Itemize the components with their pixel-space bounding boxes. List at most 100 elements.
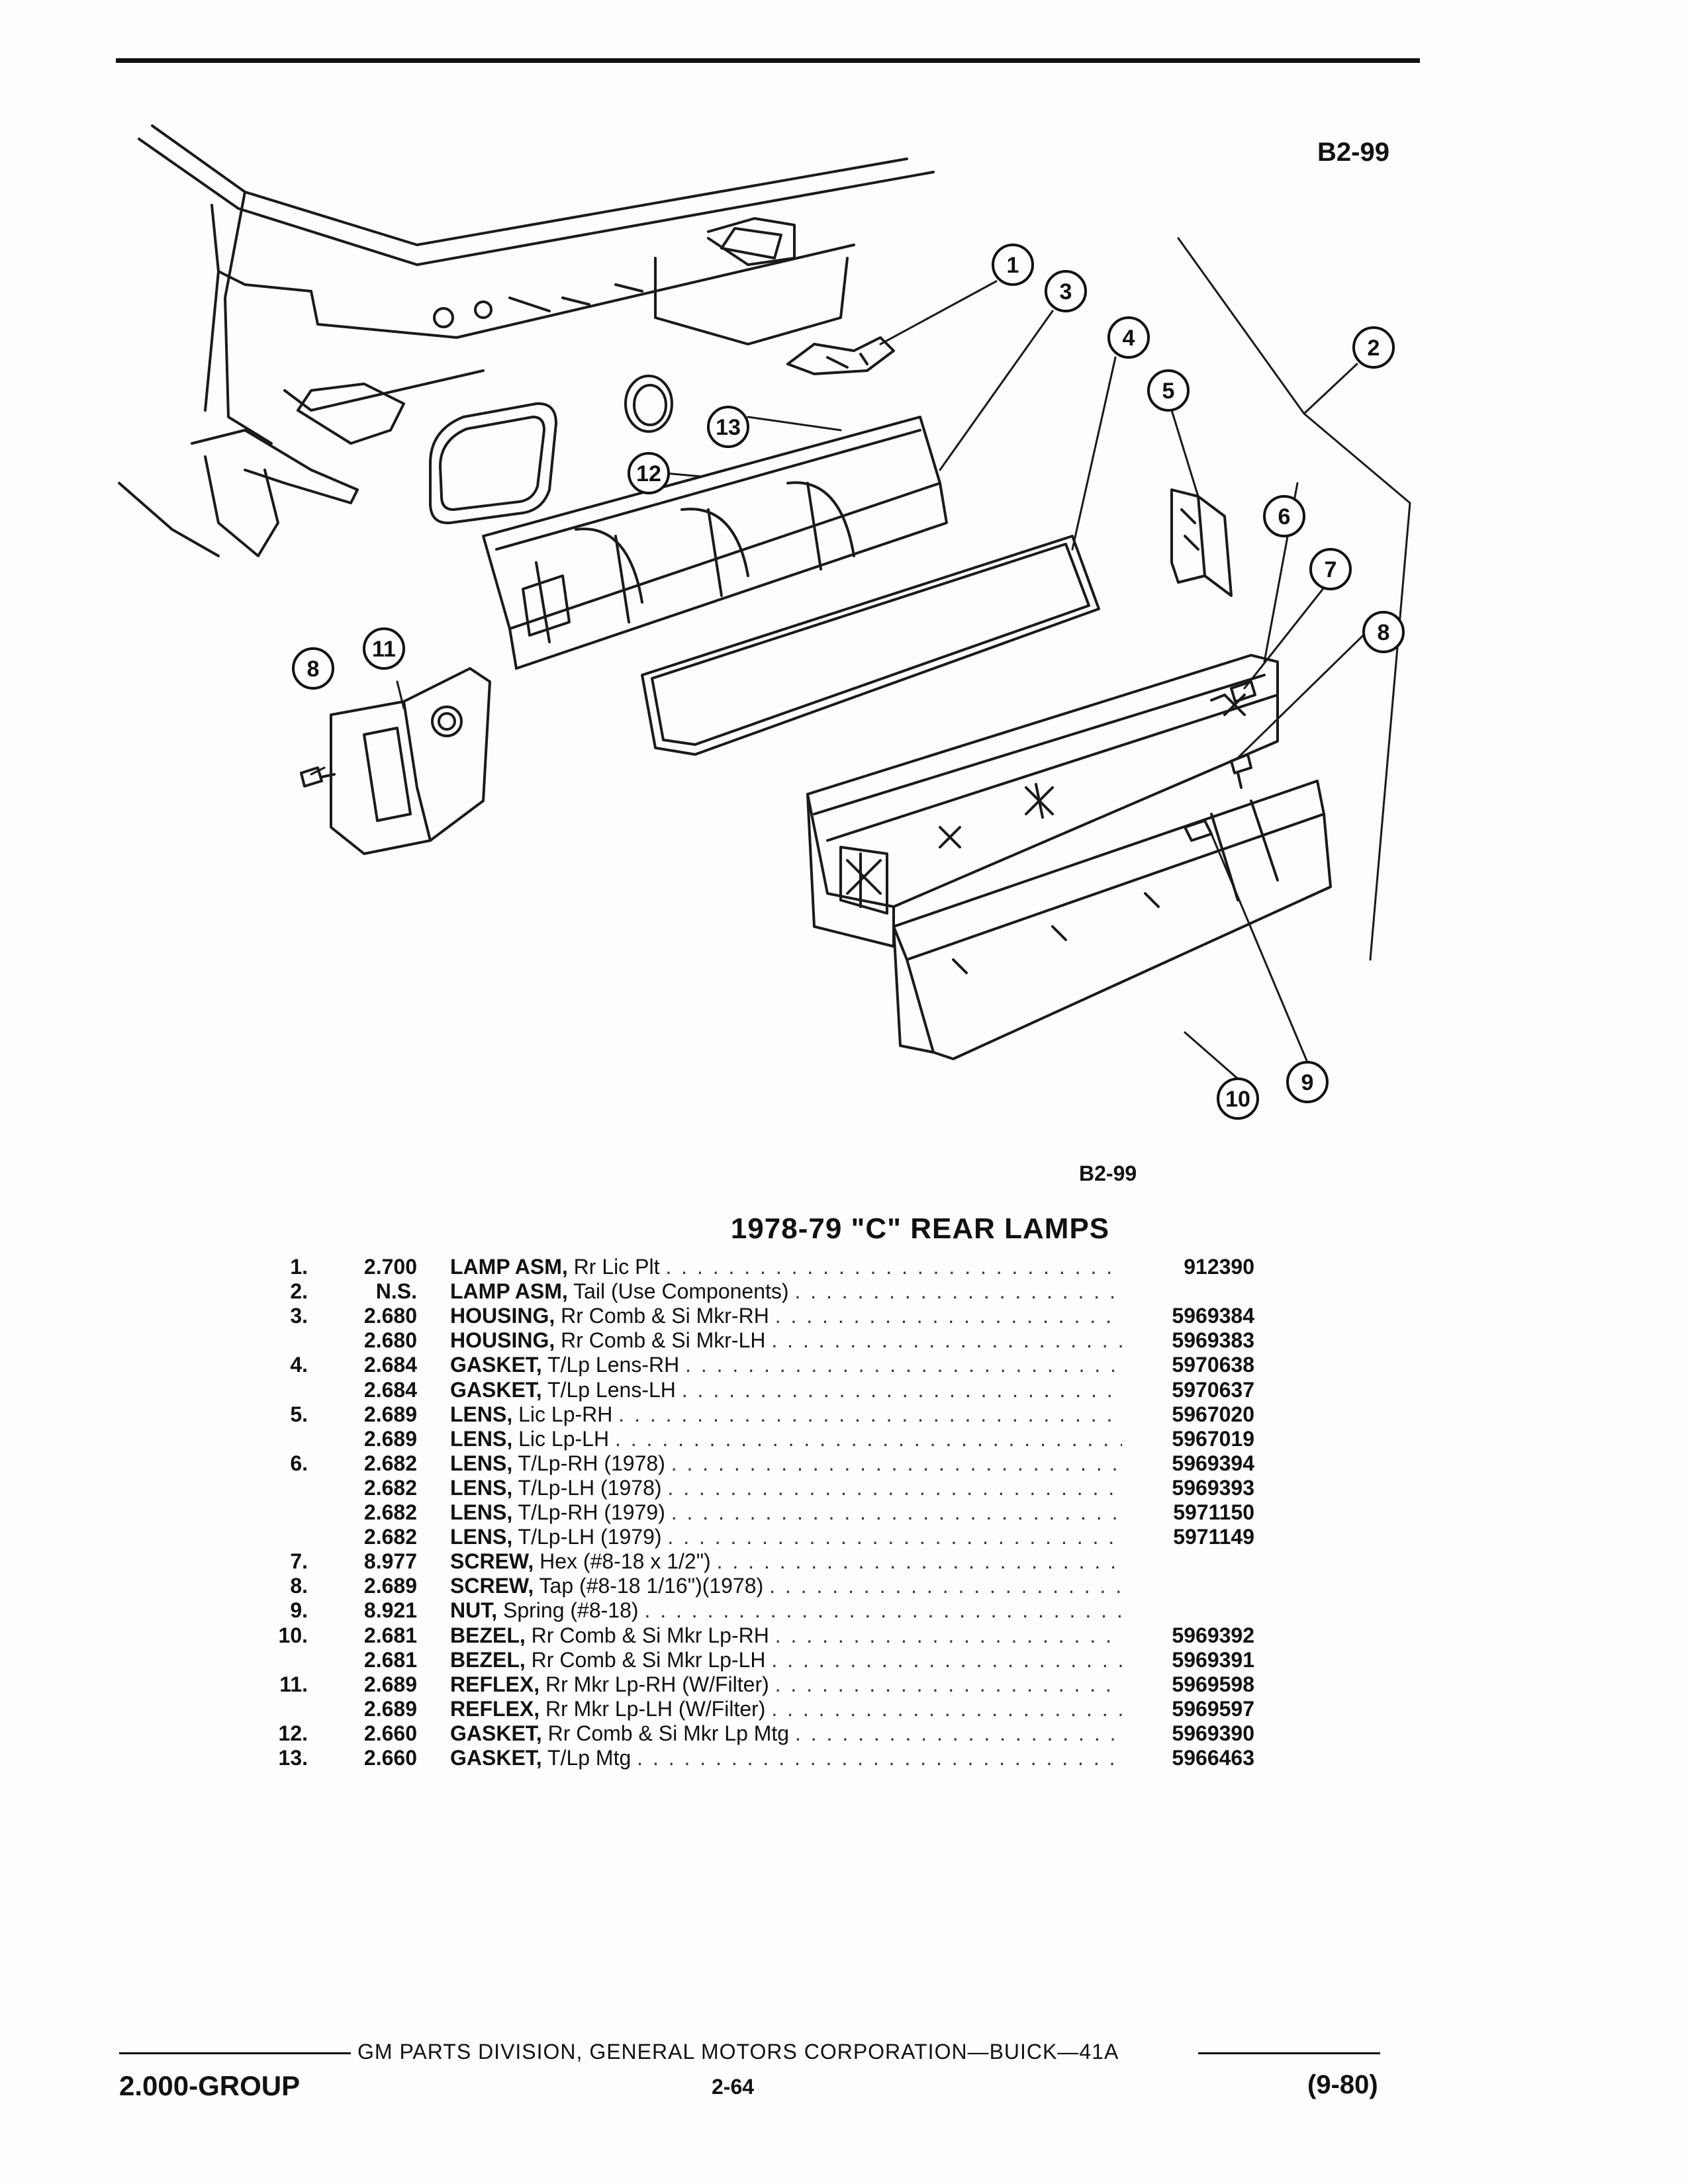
item-number: 10. <box>278 1623 308 1647</box>
callout-4: 4 <box>1107 316 1150 359</box>
callout-5: 5 <box>1147 369 1190 412</box>
part-detail: Rr Comb & Si Mkr-RH <box>561 1304 769 1328</box>
part-description: GASKET, T/Lp Mtg . . . . . . . . . . . .… <box>450 1746 1122 1770</box>
group-number: 2.682 <box>363 1500 417 1524</box>
part-detail: Rr Mkr Lp-RH (W/Filter) <box>545 1672 769 1696</box>
leader-dots: . . . . . . . . . . . . . . . . . . . . … <box>667 1475 1122 1500</box>
part-name: BEZEL, <box>450 1623 526 1647</box>
part-detail: Spring (#8-18) <box>503 1598 639 1623</box>
part-number: 5971149 <box>1173 1525 1254 1549</box>
part-description: LAMP ASM, Tail (Use Components) . . . . … <box>450 1279 1122 1304</box>
license-lamp-lens <box>1170 488 1233 597</box>
part-number: 5967019 <box>1172 1426 1254 1451</box>
item-number: 11. <box>279 1672 308 1696</box>
parts-row: 2.N.S.LAMP ASM, Tail (Use Components) . … <box>0 1279 1688 1304</box>
spring-nut <box>1184 819 1213 842</box>
group-number: 2.680 <box>363 1328 417 1353</box>
part-detail: Rr Mkr Lp-LH (W/Filter) <box>545 1696 766 1721</box>
part-number: 5969598 <box>1172 1672 1254 1696</box>
part-name: GASKET, <box>450 1721 542 1745</box>
leader-dots: . . . . . . . . . . . . . . . . . . . . … <box>671 1451 1122 1475</box>
part-detail: Lic Lp-LH <box>518 1426 610 1451</box>
group-number: 2.681 <box>363 1647 417 1672</box>
part-detail: Rr Comb & Si Mkr Lp-RH <box>531 1623 769 1647</box>
part-description: LENS, Lic Lp-RH . . . . . . . . . . . . … <box>450 1402 1122 1427</box>
footer-group: 2.000-GROUP <box>119 2070 301 2101</box>
leader-dots: . . . . . . . . . . . . . . . . . . . . … <box>794 1721 1122 1745</box>
part-number: 5969393 <box>1172 1475 1254 1500</box>
part-number: 5969383 <box>1172 1328 1254 1353</box>
svg-text:9: 9 <box>1301 1070 1314 1095</box>
svg-text:3: 3 <box>1060 279 1072 304</box>
part-name: NUT, <box>450 1598 498 1623</box>
tap-screw-right <box>1230 753 1252 789</box>
leader-dots: . . . . . . . . . . . . . . . . . . . . … <box>771 1328 1122 1353</box>
part-name: LENS, <box>450 1426 513 1451</box>
part-name: LAMP ASM, <box>450 1279 568 1304</box>
part-description: HOUSING, Rr Comb & Si Mkr-LH . . . . . .… <box>450 1328 1122 1353</box>
page-title: 1978-79 "C" REAR LAMPS <box>730 1212 1110 1245</box>
leader-dots: . . . . . . . . . . . . . . . . . . . . … <box>667 1525 1122 1549</box>
group-number: 2.680 <box>363 1304 417 1328</box>
group-number: 2.684 <box>363 1353 417 1377</box>
item-number: 2. <box>290 1279 308 1304</box>
group-number: 8.921 <box>363 1598 417 1623</box>
item-number: 4. <box>290 1353 308 1377</box>
leader-dots: . . . . . . . . . . . . . . . . . . . . … <box>771 1647 1122 1672</box>
parts-row: 2.682 LENS, T/Lp-LH (1979) . . . . . . . … <box>0 1525 1688 1550</box>
part-detail: Rr Comb & Si Mkr Lp Mtg <box>547 1721 790 1745</box>
part-name: GASKET, <box>450 1377 542 1402</box>
footer-rule-left <box>119 2052 351 2054</box>
item-number: 5. <box>290 1402 308 1426</box>
footer-publisher: GM PARTS DIVISION, GENERAL MOTORS CORPOR… <box>357 2040 1119 2064</box>
side-marker-reflex <box>330 667 491 855</box>
part-description: LAMP ASM, Rr Lic Plt . . . . . . . . . .… <box>450 1255 1122 1279</box>
part-name: LENS, <box>450 1500 513 1524</box>
part-description: GASKET, T/Lp Lens-RH . . . . . . . . . .… <box>450 1353 1122 1377</box>
car-body-rear-panel <box>118 124 935 557</box>
part-name: REFLEX, <box>450 1696 540 1721</box>
parts-row: 4. 2.684 GASKET, T/Lp Lens-RH . . . . . . … <box>0 1353 1688 1378</box>
group-number: 2.682 <box>363 1525 417 1549</box>
part-name: REFLEX, <box>450 1672 540 1696</box>
group-number: 2.689 <box>363 1426 417 1451</box>
leader-dots: . . . . . . . . . . . . . . . . . . . . … <box>644 1598 1122 1623</box>
figure-id-top: B2-99 <box>1317 138 1389 167</box>
part-description: NUT, Spring (#8-18) . . . . . . . . . . … <box>450 1598 1122 1623</box>
part-description: HOUSING, Rr Comb & Si Mkr-RH . . . . . .… <box>450 1304 1122 1328</box>
part-name: LENS, <box>450 1525 513 1549</box>
part-description: GASKET, Rr Comb & Si Mkr Lp Mtg . . . . … <box>450 1721 1122 1746</box>
svg-text:8: 8 <box>307 657 320 682</box>
callout-10: 10 <box>1217 1077 1259 1120</box>
item-number: 12. <box>278 1721 308 1745</box>
part-name: LENS, <box>450 1475 513 1500</box>
part-name: LAMP ASM, <box>450 1255 568 1279</box>
callout-8-left: 8 <box>292 647 334 690</box>
group-number: 2.689 <box>363 1672 417 1696</box>
svg-text:5: 5 <box>1162 379 1175 404</box>
part-description: SCREW, Hex (#8-18 x 1/2") . . . . . . . … <box>450 1549 1122 1574</box>
part-number: 5971150 <box>1173 1500 1254 1524</box>
group-number: 2.689 <box>363 1696 417 1721</box>
footer-date: (9-80) <box>1307 2070 1378 2099</box>
group-number: 2.682 <box>363 1451 417 1475</box>
group-number: 2.689 <box>363 1574 417 1598</box>
tail-lamp-lens <box>806 654 1279 948</box>
part-number: 5970637 <box>1172 1377 1254 1402</box>
group-number: 8.977 <box>363 1549 417 1574</box>
svg-text:6: 6 <box>1278 504 1291 529</box>
part-description: LENS, T/Lp-LH (1979) . . . . . . . . . .… <box>450 1525 1122 1549</box>
part-description: LENS, T/Lp-RH (1979) . . . . . . . . . .… <box>450 1500 1122 1525</box>
svg-text:4: 4 <box>1123 326 1135 351</box>
leader-dots: . . . . . . . . . . . . . . . . . . . . … <box>637 1746 1122 1770</box>
license-lamp-part <box>786 336 895 375</box>
